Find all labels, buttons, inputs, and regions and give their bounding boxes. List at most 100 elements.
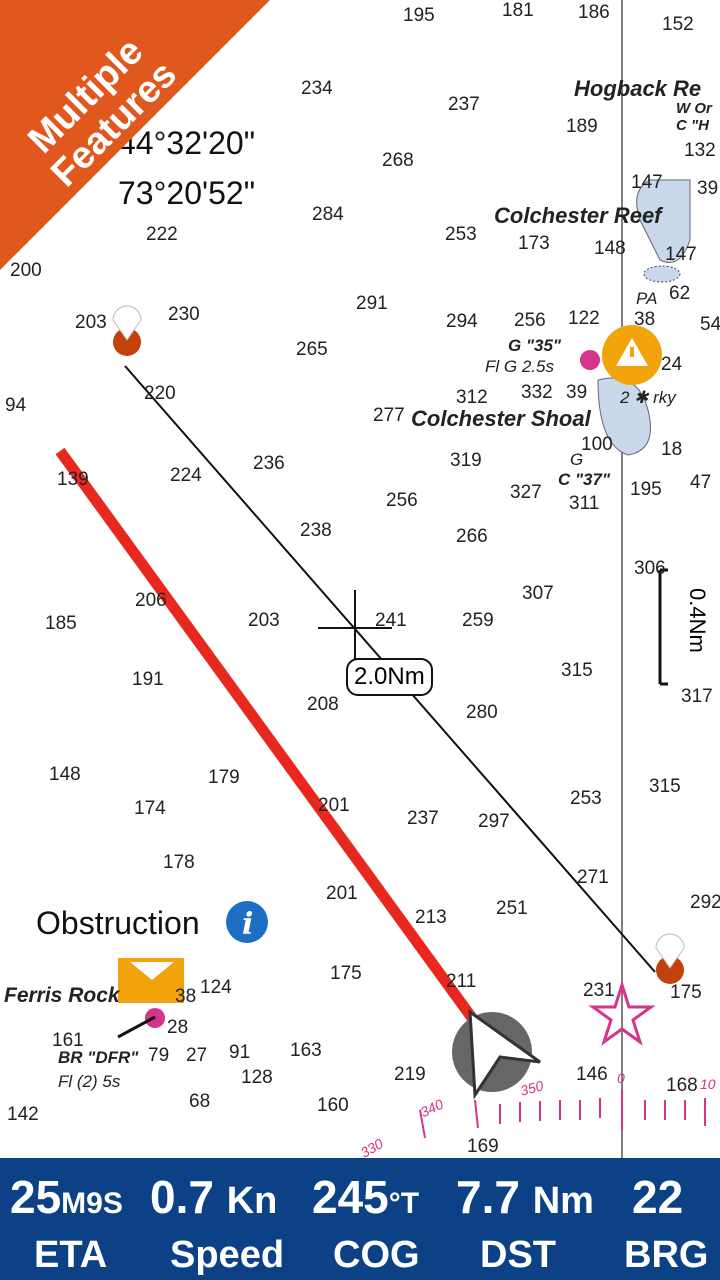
depth-sounding: 185 (45, 613, 77, 634)
brg-value: 22 (632, 1171, 684, 1223)
label-flg: Fl G 2.5s (485, 357, 554, 376)
depth-sounding: 251 (496, 898, 528, 919)
depth-sounding: 292 (690, 892, 720, 913)
depth-sounding: 201 (326, 883, 358, 904)
depth-sounding: 68 (189, 1091, 211, 1112)
reef-shape (636, 179, 691, 263)
depth-sounding: 39 (566, 382, 588, 403)
vessel-icon[interactable] (452, 1008, 541, 1100)
depth-sounding: 206 (135, 590, 167, 611)
depth-sounding: 168 (666, 1075, 698, 1096)
label-colchester-shoal: Colchester Shoal (411, 406, 591, 431)
speed-unit: Kn (226, 1180, 278, 1222)
waypoint-end[interactable] (655, 933, 685, 984)
depth-sounding: 265 (296, 339, 328, 360)
depth-sounding: 315 (561, 660, 593, 681)
dst-value: 7.7 (456, 1171, 520, 1223)
depth-sounding: 148 (49, 764, 81, 785)
track-line (55, 447, 480, 1026)
depth-sounding: 294 (446, 311, 478, 332)
depth-sounding: 161 (52, 1030, 84, 1051)
depth-sounding: 27 (186, 1045, 208, 1066)
compass-0: 0 (617, 1070, 625, 1086)
depth-sounding: 315 (649, 776, 681, 797)
depth-sounding: 195 (403, 5, 435, 26)
depth-sounding: 147 (665, 244, 697, 265)
depth-sounding: 319 (450, 450, 482, 471)
depth-sounding: 213 (415, 907, 447, 928)
depth-sounding: 266 (456, 526, 488, 547)
depth-sounding: 169 (467, 1136, 499, 1157)
depth-sounding: 203 (248, 610, 280, 631)
depth-sounding: 219 (394, 1064, 426, 1085)
depth-sounding: 147 (631, 172, 663, 193)
depth-sounding: 91 (229, 1042, 251, 1063)
depth-sounding: 128 (241, 1067, 273, 1088)
depth-sounding: 271 (577, 867, 609, 888)
dst-unit: Nm (532, 1180, 594, 1222)
reef-ellipse (643, 265, 681, 283)
depth-sounding: 175 (670, 982, 702, 1003)
depth-sounding: 236 (253, 453, 285, 474)
obstruction-label[interactable]: Obstruction (36, 905, 200, 941)
label-colchester-reef: Colchester Reef (494, 203, 662, 228)
depth-sounding: 94 (5, 395, 27, 416)
buoy-chain (117, 1015, 156, 1039)
brg-label: BRG (624, 1234, 709, 1276)
depth-sounding: 178 (163, 852, 195, 873)
mail-marker-icon[interactable] (118, 958, 184, 1003)
label-g35: G "35" (508, 336, 561, 355)
label-rky: 2 ✱ rky (620, 388, 676, 407)
depth-sounding: 317 (681, 686, 713, 707)
depth-sounding: 174 (134, 798, 166, 819)
waypoint-start[interactable] (112, 305, 142, 356)
depth-sounding: 181 (502, 0, 534, 21)
label-w-or: W Or (676, 100, 712, 117)
eta-unit: M9S (61, 1187, 123, 1220)
warning-icon[interactable] (602, 325, 662, 385)
depth-sounding: 203 (75, 312, 107, 333)
depth-sounding: 195 (630, 479, 662, 500)
depth-sounding: 237 (448, 94, 480, 115)
depth-sounding: 224 (170, 465, 202, 486)
depth-sounding: 208 (307, 694, 339, 715)
nav-data-bar: 25M9S ETA 0.7 Kn Speed 245°T COG 7.7 Nm … (0, 1158, 720, 1280)
label-ferris-rock: Ferris Rock (4, 984, 120, 1007)
depth-sounding: 291 (356, 293, 388, 314)
depth-sounding: 277 (373, 405, 405, 426)
depth-sounding: 253 (570, 788, 602, 809)
depth-sounding: 62 (669, 283, 691, 304)
label-fl2: Fl (2) 5s (58, 1072, 121, 1091)
depth-sounding: 312 (456, 387, 488, 408)
depth-sounding: 311 (569, 493, 600, 514)
depth-sounding: 47 (690, 472, 712, 493)
speed-value: 0.7 (150, 1171, 214, 1223)
depth-sounding: 327 (510, 482, 542, 503)
compass-10: 10 (700, 1076, 716, 1092)
depth-sounding: 256 (514, 310, 546, 331)
depth-sounding: 124 (200, 977, 232, 998)
depth-sounding: 307 (522, 583, 554, 604)
label-br-dfr: BR "DFR" (58, 1048, 139, 1067)
scale-bar (658, 568, 668, 686)
depth-sounding: 241 (375, 610, 407, 631)
feature-banner (0, 0, 270, 270)
compass-rose (419, 1090, 706, 1139)
depth-sounding: 256 (386, 490, 418, 511)
depth-sounding: 28 (167, 1017, 189, 1038)
depth-sounding: 122 (568, 308, 600, 329)
depth-sounding: 237 (407, 808, 439, 829)
eta-label: ETA (34, 1234, 108, 1276)
depth-sounding: 186 (578, 2, 610, 23)
label-pa: PA (636, 289, 658, 308)
depth-sounding: 142 (7, 1104, 39, 1125)
info-icon[interactable]: i (226, 901, 268, 943)
depth-sounding: 139 (57, 469, 89, 490)
depth-sounding: 284 (312, 204, 344, 225)
speed-label: Speed (170, 1234, 285, 1276)
depth-sounding: 306 (634, 558, 666, 579)
depth-sounding: 146 (576, 1064, 608, 1085)
depth-sounding: 148 (594, 238, 626, 259)
route-distance-label: 2.0Nm (346, 658, 433, 696)
